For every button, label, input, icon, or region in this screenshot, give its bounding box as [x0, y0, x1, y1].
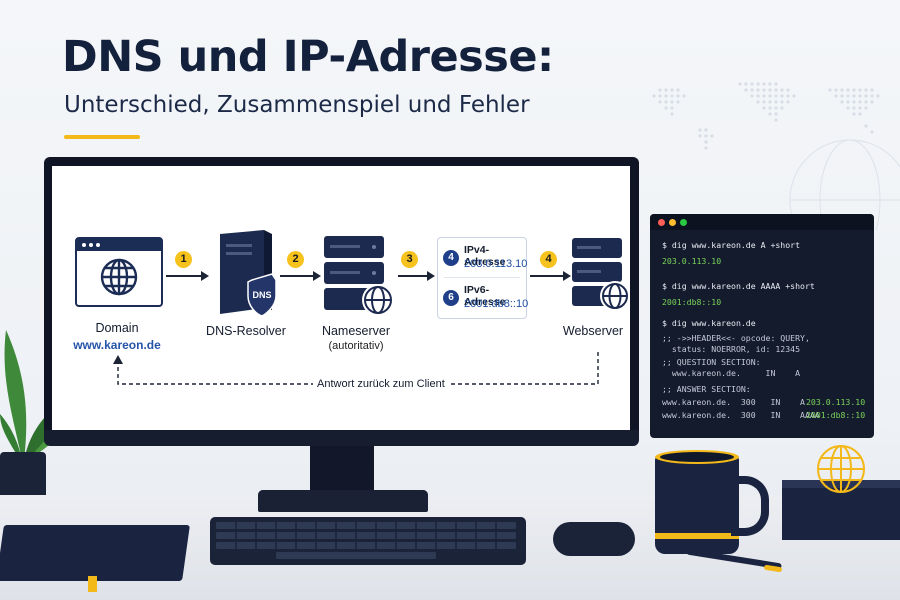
return-label: Antwort zurück zum Client — [313, 378, 449, 390]
ipv4-value: 203.0.113.10 — [464, 258, 528, 270]
terminal-answer-ipv4: 203.0.113.10 — [806, 397, 866, 407]
terminal-titlebar — [650, 214, 874, 230]
server-shield-icon — [220, 230, 277, 317]
terminal-line: ;; ->>HEADER<<- opcode: QUERY, — [662, 333, 810, 343]
server-globe-icon — [572, 238, 630, 311]
ipv6-badge: 6 — [443, 290, 459, 306]
globe-icon — [100, 258, 138, 296]
ipv4-badge: 4 — [443, 250, 459, 266]
mug-handle — [731, 476, 769, 536]
terminal-line: www.kareon.de. 300 IN AAAA — [662, 410, 820, 420]
minimize-dot-icon[interactable] — [669, 219, 676, 226]
terminal-line: ;; ANSWER SECTION: — [662, 384, 751, 394]
browser-globe-icon — [75, 237, 163, 307]
ipv6-value: 2001:db8::10 — [464, 298, 529, 310]
monitor-chin — [44, 430, 639, 446]
mouse — [553, 522, 635, 556]
terminal-line: $ dig www.kareon.de AAAA +short — [662, 281, 815, 291]
gold-globe-icon — [817, 445, 865, 493]
ipv6-title: IPv6-Adresse — [464, 284, 506, 308]
terminal-line: $ dig www.kareon.de — [662, 318, 756, 328]
step-badge-2: 2 — [287, 251, 304, 268]
dark-box — [782, 488, 900, 540]
ipv4-title: IPv4-Adresse — [464, 244, 506, 268]
keyboard-keys — [216, 522, 516, 559]
arrow-1 — [166, 275, 202, 277]
terminal-line: www.kareon.de. IN A — [662, 368, 801, 378]
terminal-line: 203.0.113.10 — [662, 256, 722, 266]
maximize-dot-icon[interactable] — [680, 219, 687, 226]
terminal-window: $ dig www.kareon.de A +short 203.0.113.1… — [650, 214, 874, 438]
step-badge-3: 3 — [401, 251, 418, 268]
node-label-webserver: Webserver — [562, 324, 624, 338]
title-underline — [64, 135, 140, 139]
mug-inner — [660, 452, 734, 462]
ip-divider — [444, 277, 520, 278]
notebook — [0, 525, 190, 581]
close-dot-icon[interactable] — [658, 219, 665, 226]
node-label-resolver: DNS-Resolver — [206, 324, 286, 338]
node-label-nameserver: Nameserver — [321, 324, 391, 338]
arrow-3 — [398, 275, 428, 277]
keyboard — [210, 517, 526, 565]
monitor-stand — [310, 446, 374, 494]
arrow-2 — [280, 275, 314, 277]
coffee-mug — [655, 456, 739, 554]
arrow-1-head — [201, 271, 209, 281]
dns-shield-label: DNS — [252, 290, 272, 300]
terminal-answer-ipv6: 2001:db8::10 — [806, 410, 866, 420]
server-globe-icon — [324, 236, 394, 316]
mug-band — [655, 533, 739, 539]
notebook-bookmark — [88, 576, 97, 592]
arrow-4 — [530, 275, 564, 277]
page-subtitle: Unterschied, Zusammenspiel und Fehler — [64, 92, 530, 118]
terminal-line: 2001:db8::10 — [662, 297, 722, 307]
terminal-line: status: NOERROR, id: 12345 — [662, 344, 801, 354]
terminal-line: ;; QUESTION SECTION: — [662, 357, 761, 367]
step-badge-4: 4 — [540, 251, 557, 268]
arrow-4-head — [563, 271, 571, 281]
ip-address-box: 4 IPv4-Adresse 203.0.113.10 6 IPv6-Adres… — [437, 237, 529, 319]
arrow-2-head — [313, 271, 321, 281]
step-badge-1: 1 — [175, 251, 192, 268]
return-path-arrow — [113, 352, 599, 385]
terminal-line: $ dig www.kareon.de A +short — [662, 240, 801, 250]
terminal-line: www.kareon.de. 300 IN A — [662, 397, 805, 407]
arrow-3-head — [427, 271, 435, 281]
node-label-domain: Domain — [95, 321, 139, 335]
monitor-stand-base — [258, 490, 428, 512]
page-title: DNS und IP-Adresse: — [62, 32, 554, 82]
world-map-illustration — [652, 82, 900, 230]
domain-name: www.kareon.de — [73, 338, 161, 352]
nameserver-subtitle: (autoritativ) — [328, 340, 384, 352]
